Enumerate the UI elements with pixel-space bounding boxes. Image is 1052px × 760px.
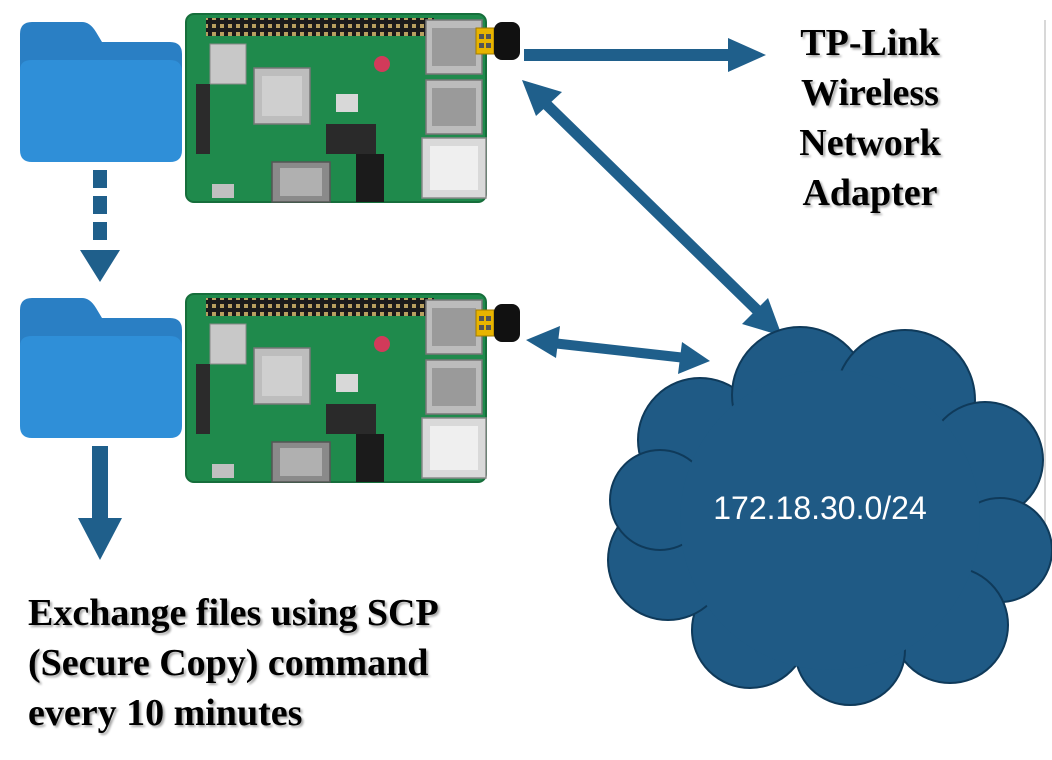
caption-line: every 10 minutes [28,692,303,734]
adapter-label-line: Network [799,122,941,164]
down-arrow [78,446,122,560]
adapter-label-line: Wireless [801,72,939,114]
right-edge-line [1044,20,1046,575]
adapter-label-line: TP-Link [800,22,940,64]
caption-line: (Secure Copy) command [28,642,429,684]
usb-wifi-adapter-icon [475,303,521,343]
folder-icon [20,298,182,438]
caption-line: Exchange files using SCP [28,592,439,634]
usb-wifi-adapter-icon [475,21,521,61]
scp-caption: Exchange files using SCP (Secure Copy) c… [28,588,548,738]
top-link-arrow [522,80,782,336]
adapter-pointer-arrow [524,38,766,72]
cloud-icon [607,326,1052,706]
dotted-arrow [80,170,120,282]
raspberry-pi-board-icon [185,293,487,483]
raspberry-pi-board-icon [185,13,487,203]
bottom-link-arrow [526,326,710,374]
folder-icon [20,22,182,162]
adapter-label: TP-Link Wireless Network Adapter [770,18,970,218]
adapter-label-line: Adapter [802,172,938,214]
network-cidr-label: 172.18.30.0/24 [713,490,927,526]
